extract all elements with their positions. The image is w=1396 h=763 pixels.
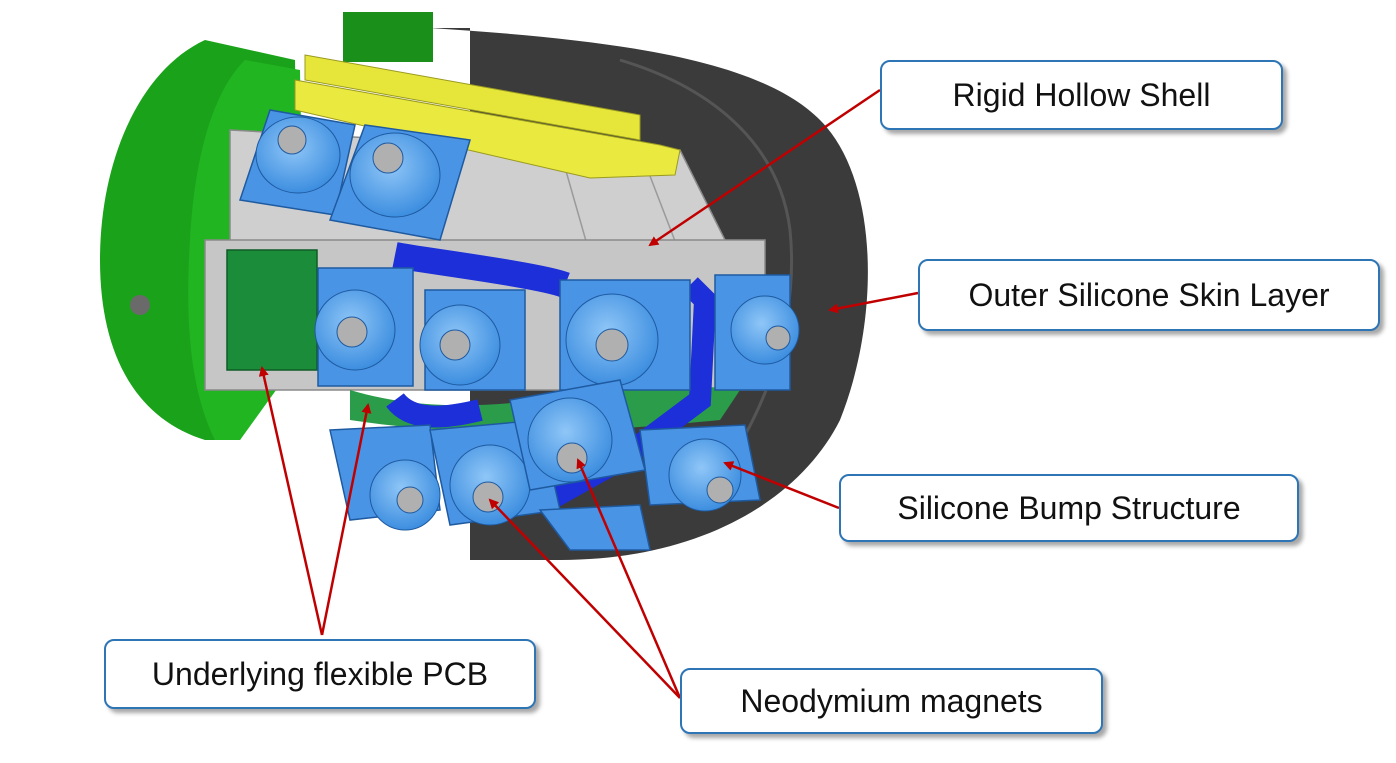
blue-trace-upper [392, 242, 570, 298]
outer-skin-inner-edge [619, 58, 794, 501]
blue-trace-lower [386, 392, 483, 428]
arrow-pcb-1 [258, 366, 324, 636]
label-rigid-hollow-shell: Rigid Hollow Shell [880, 60, 1283, 130]
arrow-pcb-2 [320, 403, 372, 636]
bump-cube-mid-3 [559, 279, 691, 391]
end-cap-hole [130, 295, 150, 315]
bump-cube-mid-4 [714, 274, 800, 391]
leader-arrows [258, 88, 919, 699]
label-flexible-pcb: Underlying flexible PCB [104, 639, 536, 709]
shell-top-tab [343, 12, 433, 62]
yellow-rail-front [294, 79, 681, 179]
arrow-skin [828, 291, 919, 314]
flex-pcb-panel [226, 249, 318, 371]
bump-lower-4 [639, 424, 761, 512]
yellow-rail-back [304, 54, 641, 141]
arrow-shell [648, 88, 881, 247]
bump-lower-1 [329, 424, 441, 531]
bump-cube-upper-1 [239, 109, 356, 216]
bump-lower-3 [509, 379, 646, 491]
bump-lower-5 [538, 504, 651, 551]
label-silicone-bump-structure: Silicone Bump Structure [839, 474, 1299, 542]
arrow-mag-2 [576, 458, 682, 699]
arrow-bump [723, 461, 840, 510]
label-outer-silicone-skin: Outer Silicone Skin Layer [918, 259, 1380, 331]
bump-cube-mid-2 [419, 289, 526, 391]
bump-cube-mid-1 [314, 267, 414, 387]
label-neodymium-magnets: Neodymium magnets [680, 668, 1103, 734]
arrow-mag-1 [488, 498, 681, 699]
bump-cube-upper-2 [328, 124, 471, 241]
